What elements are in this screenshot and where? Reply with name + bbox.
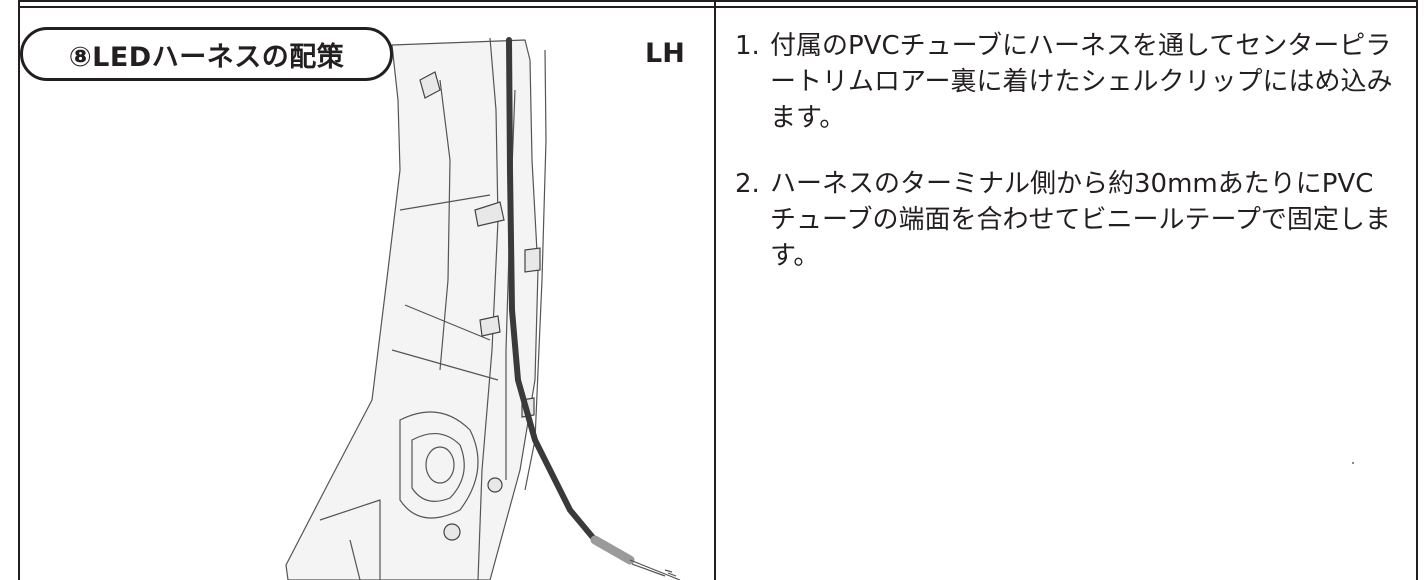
step-title-badge: ⑧LEDハーネスの配策 [20,27,393,81]
table-top-border [18,0,1418,2]
instruction-item-2: 2. ハーネスのターミナル側から約30mmあたりにPVCチューブの端面を合わせて… [735,166,1395,274]
instruction-text: ハーネスのターミナル側から約30mmあたりにPVCチューブの端面を合わせてビニー… [770,169,1391,271]
instruction-item-1: 1. 付属のPVCチューブにハーネスを通してセンターピラートリムロアー裏に着けた… [735,28,1395,136]
instruction-number: 2. [735,169,760,199]
instructions-cell: 1. 付属のPVCチューブにハーネスを通してセンターピラートリムロアー裏に着けた… [735,28,1395,304]
table-header-bottom-border [18,6,1418,8]
table-center-divider [714,0,716,580]
instruction-text: 付属のPVCチューブにハーネスを通してセンターピラートリムロアー裏に着けたシェル… [770,31,1393,133]
pillar-trim-illustration [285,37,681,580]
table-right-border [1416,0,1418,580]
table-left-border [18,0,20,580]
instruction-number: 1. [735,31,760,61]
instruction-table [18,0,1418,580]
stray-mark [1352,462,1354,464]
side-label: LH [645,38,685,69]
illustration-cell: ⑧LEDハーネスの配策 LH [20,20,716,580]
